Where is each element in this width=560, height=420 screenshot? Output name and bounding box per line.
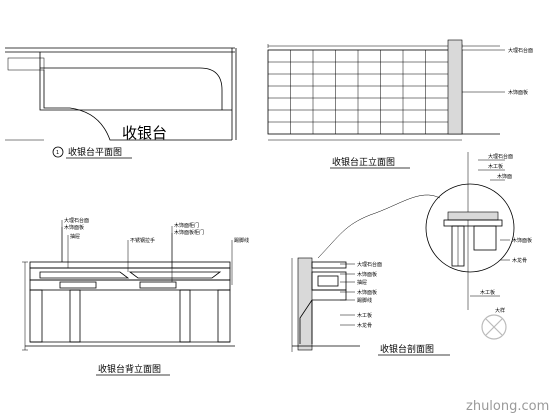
section-label-7: 木龙骨 bbox=[357, 322, 372, 329]
back-label-4: 不锈钢拉手 bbox=[130, 237, 155, 244]
detail-label-4: 木饰面板 bbox=[512, 237, 532, 244]
section-label-6: 木工板 bbox=[357, 312, 372, 319]
detail-label-3: 木饰面 bbox=[497, 173, 512, 180]
watermark-text: zhulong.com bbox=[466, 399, 549, 414]
back-elevation: 大理石台面 木饰面板 抽屉 不锈钢拉手 木饰面柜门 木饰面板柜门 踢脚线 收银台… bbox=[22, 217, 249, 376]
detail-label-leaders bbox=[470, 159, 510, 297]
plan-marker-number: 1 bbox=[56, 150, 59, 156]
back-label-6: 木饰面板柜门 bbox=[174, 229, 204, 236]
detail-circle bbox=[425, 183, 515, 273]
detail-label-5: 木龙骨 bbox=[512, 257, 527, 264]
counter-label: 收银台 bbox=[122, 124, 167, 142]
detail-view: 大理石台面 木工板 木饰面 木饰面板 木龙骨 木工板 大样 bbox=[425, 152, 532, 314]
front-elevation: 大理石台面 木饰面板 收银台正立面图 bbox=[267, 39, 533, 169]
plan-view-title: 收银台平面图 bbox=[68, 146, 122, 158]
detail-label-6: 木工板 bbox=[480, 289, 495, 296]
back-label-1: 大理石台面 bbox=[64, 217, 89, 224]
back-label-5: 木饰面柜门 bbox=[174, 222, 199, 229]
detail-title: 大样 bbox=[495, 307, 505, 314]
section-label-5: 踢脚线 bbox=[357, 297, 372, 304]
detail-label-1: 大理石台面 bbox=[488, 153, 513, 160]
back-elevation-title: 收银台背立面图 bbox=[98, 363, 161, 375]
front-elevation-title: 收银台正立面图 bbox=[332, 156, 395, 168]
watermark: zhulong.com bbox=[466, 314, 549, 414]
section-label-3: 抽屉 bbox=[357, 279, 367, 286]
back-label-3: 抽屉 bbox=[70, 233, 80, 240]
section-marker-icon bbox=[52, 146, 64, 158]
back-label-leaders bbox=[61, 220, 233, 285]
detail-callout-line bbox=[317, 194, 441, 259]
plan-view: 收银台 1 收银台平面图 bbox=[5, 47, 237, 159]
front-label-1: 大理石台面 bbox=[508, 47, 533, 54]
section-label-4: 木饰面板 bbox=[357, 289, 377, 296]
section-view: 大理石台面 木饰面板 抽屉 木饰面板 踢脚线 木工板 木龙骨 收银台剖面图 bbox=[291, 257, 450, 356]
section-label-2: 木饰面板 bbox=[357, 271, 377, 278]
front-label-2: 木饰面板 bbox=[508, 89, 528, 96]
section-title: 收银台剖面图 bbox=[380, 343, 434, 355]
detail-label-2: 木工板 bbox=[488, 163, 503, 170]
back-label-7: 踢脚线 bbox=[234, 237, 249, 244]
section-label-leaders bbox=[340, 263, 355, 326]
section-label-1: 大理石台面 bbox=[357, 261, 382, 268]
back-label-2: 木饰面板 bbox=[64, 224, 84, 231]
